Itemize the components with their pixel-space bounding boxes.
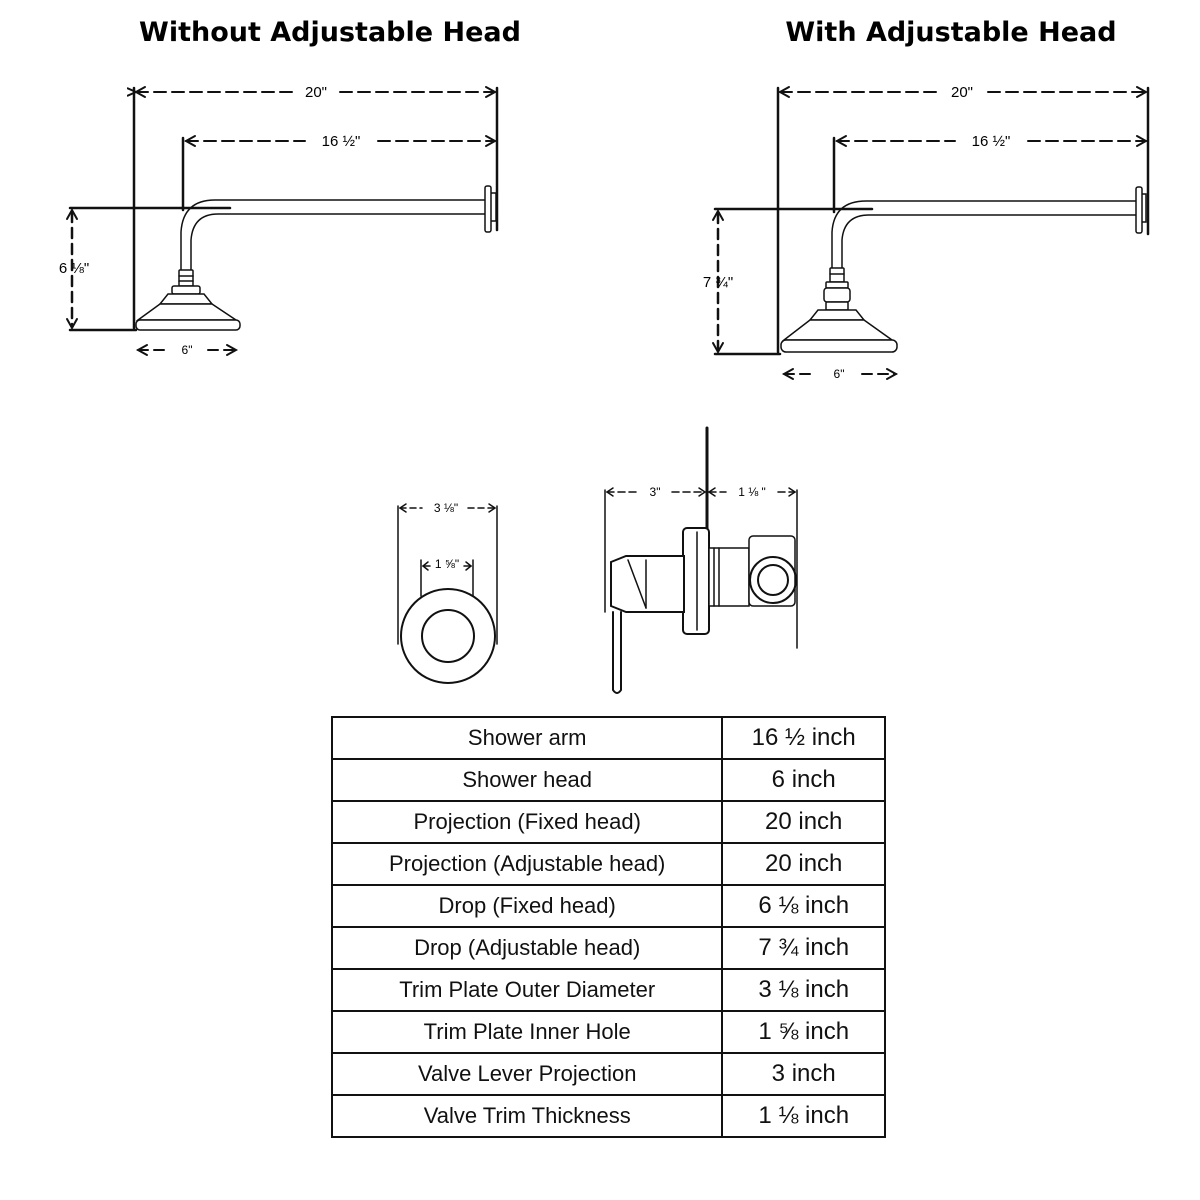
right-drop-dimension (712, 207, 874, 356)
left-drop-label: 6 ⅛" (59, 260, 89, 277)
left-arm-length-dimension (181, 135, 498, 212)
valve-lever-projection-label: 3" (650, 485, 661, 499)
trim-plate-inner-label: 1 ⅝" (435, 557, 459, 571)
spec-value-cell: 1 ⅛ inch (721, 1094, 886, 1138)
right-arm-length-dimension (832, 135, 1149, 214)
right-total-length-label: 20" (951, 84, 973, 101)
right-head-width-dimension (781, 368, 899, 380)
valve-trim-thickness-label: 1 ⅛ " (738, 485, 766, 499)
diagram-canvas: Without Adjustable Head With Adjustable … (59, 17, 1150, 694)
spec-label-cell: Drop (Adjustable head) (330, 926, 724, 970)
table-row: Projection (Adjustable head)20 inch (330, 842, 886, 886)
right-shower-diagram (712, 86, 1150, 380)
right-shower-arm-pipe (831, 186, 1147, 269)
trim-plate-diagram (397, 503, 498, 684)
spec-value-cell: 3 inch (721, 1052, 886, 1096)
title-with-adjustable-head: With Adjustable Head (785, 17, 1116, 48)
spec-label-cell: Projection (Adjustable head) (330, 842, 724, 886)
left-shower-diagram (66, 86, 499, 356)
table-row: Drop (Fixed head)6 ⅛ inch (330, 884, 886, 928)
left-arm-length-label: 16 ½" (322, 133, 361, 150)
spec-label-cell: Valve Lever Projection (330, 1052, 724, 1096)
left-shower-head (135, 269, 241, 331)
valve-side-diagram (604, 426, 798, 694)
spec-label-cell: Shower head (330, 758, 724, 802)
left-total-length-label: 20" (305, 84, 327, 101)
spec-value-cell: 20 inch (721, 800, 886, 844)
right-total-length-dimension (776, 86, 1150, 354)
spec-label-cell: Trim Plate Outer Diameter (330, 968, 724, 1012)
spec-label-cell: Drop (Fixed head) (330, 884, 724, 928)
left-head-width-label: 6" (182, 343, 193, 357)
right-head-width-label: 6" (834, 367, 845, 381)
spec-value-cell: 1 ⅝ inch (721, 1010, 886, 1054)
table-row: Projection (Fixed head)20 inch (330, 800, 886, 844)
spec-label-cell: Shower arm (330, 716, 724, 760)
right-arm-length-label: 16 ½" (972, 133, 1011, 150)
left-shower-arm-pipe (180, 185, 497, 271)
spec-value-cell: 3 ⅛ inch (721, 968, 886, 1012)
trim-plate-outer-label: 3 ⅛" (434, 501, 458, 515)
spec-label-cell: Trim Plate Inner Hole (330, 1010, 724, 1054)
spec-label-cell: Valve Trim Thickness (330, 1094, 724, 1138)
left-head-width-dimension (135, 344, 239, 356)
spec-label-cell: Projection (Fixed head) (330, 800, 724, 844)
right-drop-label: 7 ¾" (703, 274, 733, 291)
spec-value-cell: 16 ½ inch (721, 716, 886, 760)
table-row: Drop (Adjustable head)7 ¾ inch (330, 926, 886, 970)
spec-value-cell: 6 inch (721, 758, 886, 802)
right-shower-head (780, 267, 898, 353)
left-drop-dimension (66, 206, 232, 332)
spec-value-cell: 6 ⅛ inch (721, 884, 886, 928)
spec-value-cell: 20 inch (721, 842, 886, 886)
spec-value-cell: 7 ¾ inch (721, 926, 886, 970)
title-without-adjustable-head: Without Adjustable Head (139, 17, 521, 48)
